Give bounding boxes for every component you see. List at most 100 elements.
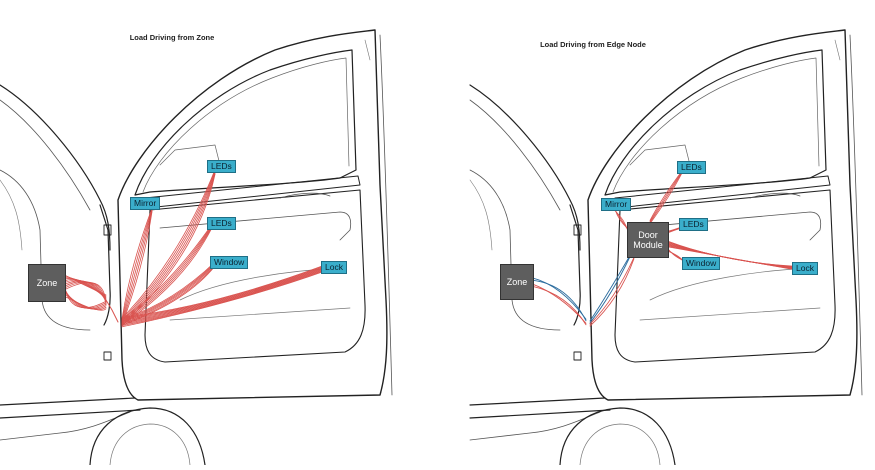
window-opening xyxy=(604,49,827,196)
sill-line-1 xyxy=(469,397,606,406)
power-to-module-wire-1 xyxy=(589,258,635,327)
to-lock-wire-4 xyxy=(121,267,326,323)
to-leds-top-wire-2 xyxy=(121,171,216,322)
zone-network-wire-1 xyxy=(531,279,587,322)
to-window-wire-2 xyxy=(121,263,216,322)
left-door-panel xyxy=(0,29,393,466)
hinge-lower xyxy=(573,351,582,361)
hinge-pass-through xyxy=(105,299,119,323)
to-window-wire-0 xyxy=(121,261,216,320)
to-leds-top-wire-1 xyxy=(121,170,216,321)
b-pillar-edge xyxy=(99,204,111,326)
sill-line-3 xyxy=(469,411,601,441)
door-pocket-lower xyxy=(639,307,821,321)
b-pillar-edge xyxy=(569,204,581,326)
window-inner-seal xyxy=(612,57,820,193)
to-lock-wire-8 xyxy=(121,270,326,328)
to-lock-wire-5 xyxy=(121,268,326,324)
module-to-leds-top-wire-3 xyxy=(649,172,683,224)
door-handle xyxy=(749,192,801,199)
belt-trim xyxy=(614,175,831,209)
lock-label-right: Lock xyxy=(792,262,818,275)
to-mirror-wire-0 xyxy=(121,207,153,320)
wheel-inner-arc xyxy=(579,423,661,466)
to-mirror-wire-3 xyxy=(121,210,153,324)
sill-line-2 xyxy=(0,409,141,419)
armrest-top xyxy=(629,211,822,241)
sill-line-2 xyxy=(469,409,611,419)
zone-to-hinge-wire-9 xyxy=(63,282,107,306)
zone-controller-right: Zone xyxy=(500,264,534,300)
sill-line-3 xyxy=(0,411,131,441)
zone-controller-left: Zone xyxy=(28,264,66,302)
inner-panel xyxy=(144,189,366,363)
zone-to-hinge-wire-8 xyxy=(63,281,107,305)
to-leds-mid-wire-0 xyxy=(121,223,213,320)
door-corner-detail xyxy=(834,39,841,61)
to-leds-mid-wire-1 xyxy=(121,224,213,321)
to-lock-wire-2 xyxy=(121,266,326,320)
to-leds-mid-wire-2 xyxy=(121,225,213,323)
door-module: Door Module xyxy=(627,222,669,258)
body-inner-line xyxy=(469,179,493,251)
door-handle xyxy=(279,192,331,199)
door-skin-edge xyxy=(379,34,393,396)
power-to-module-wire-0 xyxy=(589,256,635,325)
wheel-inner-arc xyxy=(109,423,191,466)
zone-to-hinge-lower-wire-4 xyxy=(63,293,107,311)
wheel-arc xyxy=(89,407,206,466)
left-panel-title: Load Driving from Zone xyxy=(129,33,215,42)
window-inner-seal xyxy=(142,57,350,193)
to-lock-wire-3 xyxy=(121,266,326,322)
lock-label-left: Lock xyxy=(321,261,347,274)
window-label-left: Window xyxy=(210,256,249,269)
to-mirror-wire-1 xyxy=(121,208,153,321)
zone-power-wire-1 xyxy=(531,285,587,326)
module-to-lock-wire-7 xyxy=(667,246,796,271)
to-lock-wire-0 xyxy=(121,264,326,318)
window-opening xyxy=(134,49,357,196)
body-roofline-outer xyxy=(0,84,111,251)
door-pocket-line xyxy=(649,267,816,301)
body-roofline-outer xyxy=(469,84,581,251)
zone-to-hinge-lower-wire-3 xyxy=(63,290,107,310)
to-lock-wire-6 xyxy=(121,269,326,325)
door-pocket-lower xyxy=(169,307,351,321)
mirror-label-left: Mirror xyxy=(130,197,161,210)
network-to-module-wire-0 xyxy=(589,254,631,322)
mirror-sail xyxy=(159,144,221,166)
to-window-wire-1 xyxy=(121,262,216,321)
belt-trim xyxy=(144,175,361,209)
door-outer-frame xyxy=(117,29,388,401)
door-corner-detail xyxy=(364,39,371,61)
right-door-panel xyxy=(469,29,863,466)
network-to-module-wire-1 xyxy=(589,256,631,324)
hinge-lower xyxy=(103,351,112,361)
leds-top-label-right: LEDs xyxy=(677,161,706,174)
door-skin-edge xyxy=(849,34,863,396)
leds-mid-label-right: LEDs xyxy=(679,218,708,231)
zone-to-hinge-lower-wire-5 xyxy=(63,295,107,311)
leds-mid-label-left: LEDs xyxy=(207,217,236,230)
module-to-leds-top-wire-0 xyxy=(649,170,683,221)
zone-to-hinge-lower-wire-2 xyxy=(63,288,107,309)
to-leds-top-wire-5 xyxy=(121,173,216,326)
zone-to-hinge-lower-wire-1 xyxy=(63,286,107,309)
to-leds-top-wire-0 xyxy=(121,169,216,319)
hinge-upper xyxy=(103,224,112,236)
to-lock-wire-1 xyxy=(121,265,326,319)
inner-panel xyxy=(614,189,836,363)
sill-line-1 xyxy=(0,397,136,406)
mirror-sail xyxy=(629,144,691,166)
leds-top-label-left: LEDs xyxy=(207,160,236,173)
to-mirror-wire-4 xyxy=(121,211,153,326)
hinge-upper xyxy=(573,224,582,236)
wheel-arc xyxy=(559,407,676,466)
mirror-label-right: Mirror xyxy=(601,198,632,211)
to-leds-top-wire-4 xyxy=(121,172,216,325)
right-panel-title: Load Driving from Edge Node xyxy=(540,40,646,49)
module-to-leds-mid-wire-1 xyxy=(667,227,681,233)
door-outer-frame xyxy=(587,29,858,401)
